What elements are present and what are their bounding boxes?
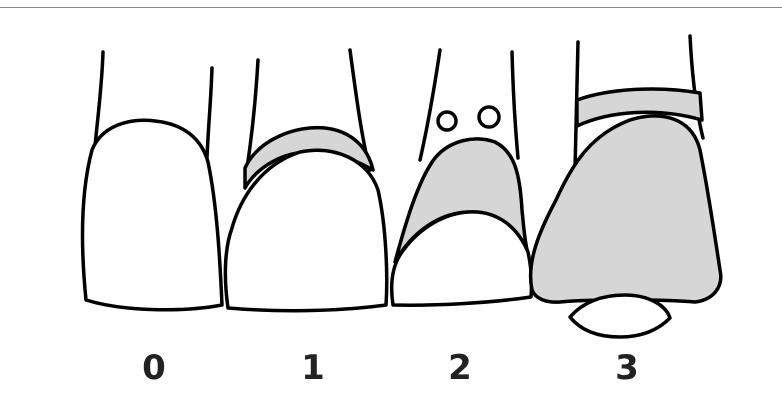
tooth-0-root-left (95, 52, 103, 146)
tooth-3-root-right (690, 36, 703, 138)
tooth-stage-3 (531, 36, 721, 337)
tooth-2-root-left (420, 50, 440, 160)
tooth-label-0: 0 (142, 348, 166, 388)
tooth-label-2: 2 (448, 348, 472, 388)
tooth-label-1: 1 (301, 348, 325, 388)
tooth-2-dot-left (438, 112, 456, 130)
tooth-2-root-right (512, 52, 518, 158)
tooth-label-3: 3 (615, 348, 639, 388)
tooth-3-shaded-crown (531, 116, 721, 302)
tooth-stage-1 (225, 50, 386, 311)
tooth-0-crown (82, 120, 222, 309)
tooth-0-root-right (207, 68, 212, 158)
tooth-2-dot-right (479, 107, 499, 127)
tooth-stage-2 (392, 50, 532, 305)
tooth-stage-0 (82, 52, 222, 310)
